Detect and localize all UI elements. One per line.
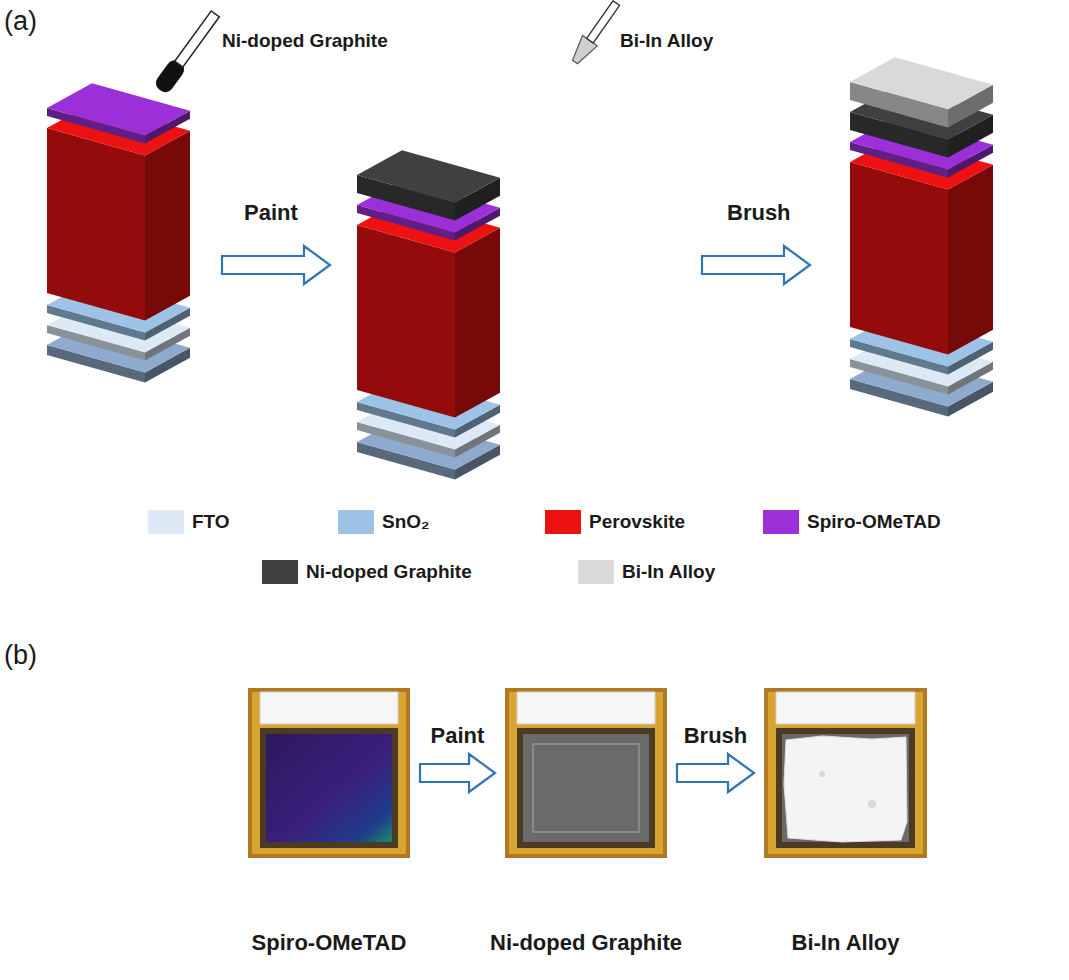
legend-text: FTO (192, 511, 230, 533)
photo-caption: Ni-doped Graphite (490, 930, 682, 956)
kapton-frame (252, 692, 406, 854)
legend-swatch (338, 510, 374, 534)
graphite-film (782, 734, 909, 842)
legend-text: Perovskite (589, 511, 685, 533)
process-arrow (222, 246, 330, 284)
layer-top (357, 150, 500, 202)
legend-text: Ni-doped Graphite (306, 561, 472, 583)
photo-node: Spiro-OMeTAD (248, 688, 410, 858)
legend-swatch (148, 510, 184, 534)
legend-swatch (545, 510, 581, 534)
annotation-label: Bi-In Alloy (620, 30, 713, 52)
legend-swatch (578, 560, 614, 584)
kapton-frame (764, 688, 927, 858)
layer-block (357, 200, 500, 417)
legend-text: Spiro-OMeTAD (807, 511, 941, 533)
spiro-film (266, 734, 392, 842)
brush-handle (587, 1, 620, 43)
layer-block (850, 137, 993, 354)
device-photo (764, 688, 927, 858)
kapton-frame (509, 692, 663, 854)
graphite-film (533, 744, 639, 832)
layer-block (47, 83, 190, 143)
annotation-label: Brush (727, 200, 791, 225)
layer-front (47, 128, 145, 320)
annotation-label: Ni-doped Graphite (222, 30, 388, 52)
legend-swatch (262, 560, 298, 584)
annotation-label: Paint (244, 200, 298, 225)
process-arrow (420, 754, 495, 792)
arrow-label: Paint (428, 723, 488, 749)
tape-strip (260, 692, 398, 724)
tape-strip (776, 692, 915, 724)
layer-side (145, 131, 190, 321)
process-arrow (677, 754, 754, 792)
graphite-film (523, 734, 649, 842)
paint-pen (153, 9, 223, 96)
tape-strip (517, 692, 655, 724)
arrow-label: Brush (681, 723, 751, 749)
kapton-frame (505, 688, 667, 858)
legend-swatch (763, 510, 799, 534)
pen-body (175, 11, 220, 67)
layer-side (455, 228, 500, 418)
paint-brush (568, 0, 624, 67)
alloy-texture (868, 800, 876, 808)
photo-caption: Spiro-OMeTAD (252, 930, 407, 956)
layer-side (948, 165, 993, 355)
panel-label: (a) (4, 6, 37, 37)
substrate-edge (776, 728, 915, 848)
device-photo (505, 688, 667, 858)
layer-block (850, 57, 993, 127)
layer-front (850, 162, 948, 354)
kapton-frame (768, 692, 923, 854)
legend-text: Bi-In Alloy (622, 561, 715, 583)
photo-caption: Bi-In Alloy (792, 930, 900, 956)
layer-block (47, 103, 190, 320)
device-photo (248, 688, 410, 858)
substrate-edge (260, 728, 398, 848)
layer-top (850, 57, 993, 109)
legend-text: SnO₂ (382, 511, 430, 533)
process-arrow (702, 246, 810, 284)
substrate-edge (517, 728, 655, 848)
photo-node: Bi-In Alloy (764, 688, 927, 858)
kapton-frame (248, 688, 410, 858)
panel-label: (b) (4, 640, 37, 671)
layer-front (357, 225, 455, 417)
layer-block (357, 150, 500, 220)
alloy-texture (819, 771, 825, 777)
photo-node: Ni-doped Graphite (505, 688, 667, 858)
alloy-film (784, 736, 907, 842)
